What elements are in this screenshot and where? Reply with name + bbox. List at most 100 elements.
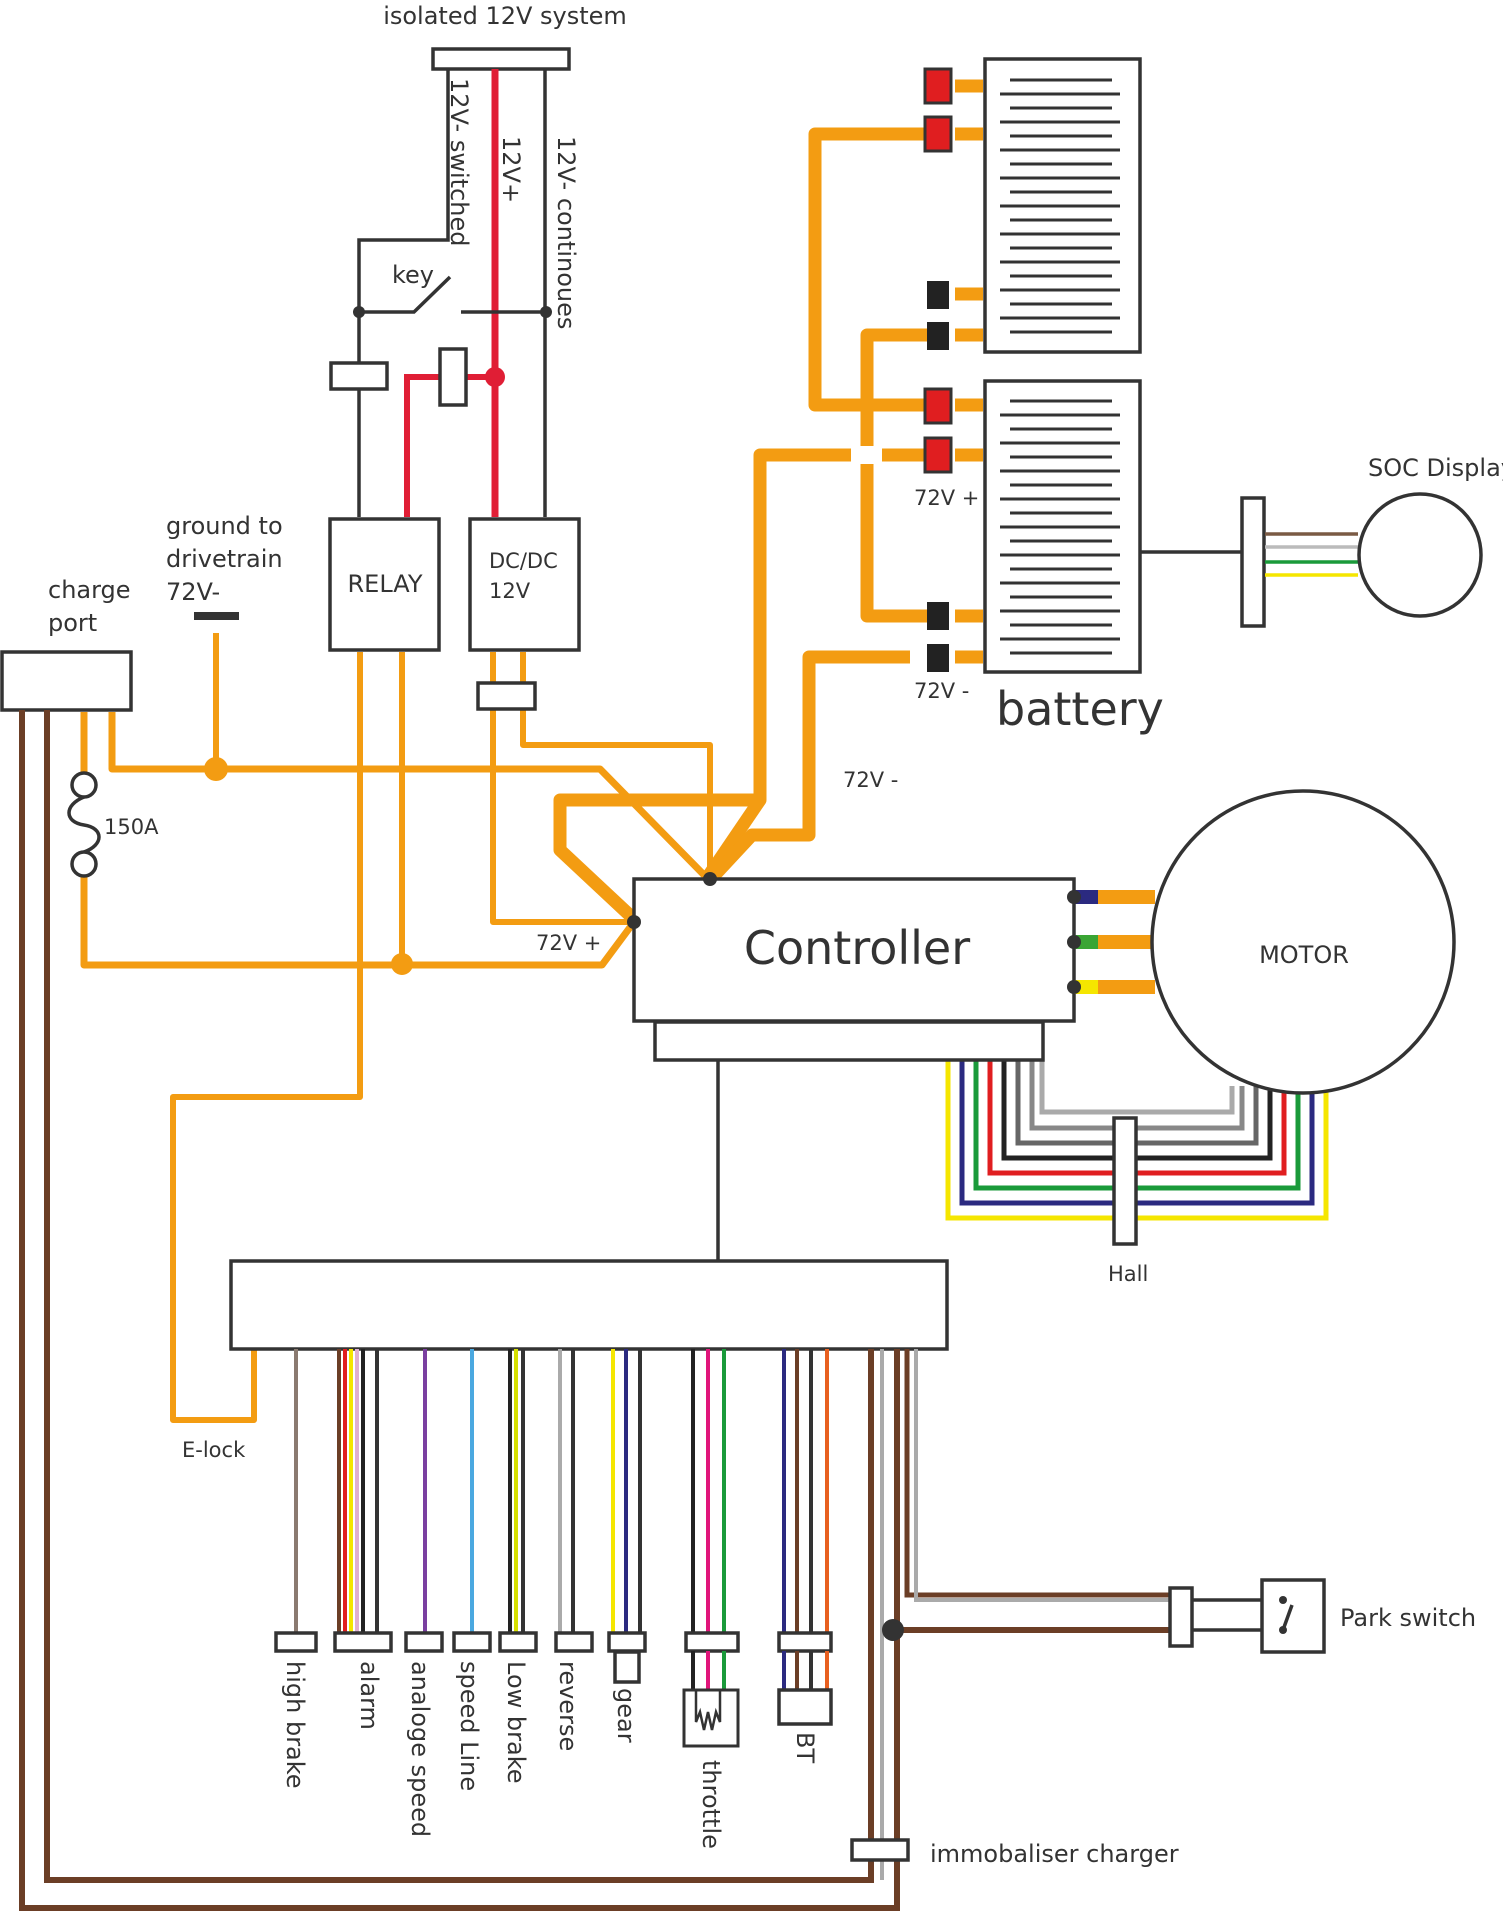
wire-series-bottom: [860, 328, 937, 623]
park-switch-connector: [1168, 1586, 1194, 1648]
charge-port-label-line2: port: [48, 609, 97, 637]
bt-label: BT: [791, 1732, 819, 1763]
wire-dcdc-positive: [490, 652, 632, 925]
peripheral-connector: [333, 1631, 393, 1653]
throttle-potentiometer: [694, 1690, 722, 1731]
soc-display-label: SOC Display: [1368, 454, 1503, 482]
immobaliser-connector: [850, 1838, 910, 1862]
terminal-bottom-3: [927, 602, 949, 630]
motor-label: MOTOR: [1259, 941, 1349, 969]
wire-charge-ground: [108, 712, 710, 881]
park-switch-label: Park switch: [1340, 1604, 1476, 1632]
hall-label: Hall: [1108, 1262, 1148, 1286]
soc-connector: [1240, 496, 1266, 628]
dcdc-label-line2: 12V: [489, 579, 531, 603]
gear-label: gear: [612, 1688, 640, 1743]
peripheral-connector: [554, 1631, 594, 1653]
terminal-bottom-4: [927, 644, 949, 672]
wire-72v-plus-main: [553, 448, 853, 927]
fuse-terminal-top: [70, 771, 98, 799]
isolated-system-label: isolated 12V system: [383, 2, 627, 30]
immobiliser-wire-inner: [44, 710, 874, 1883]
phase-node-1: [1067, 890, 1081, 904]
key-junction-left: [353, 306, 365, 318]
harness-connector: [229, 1259, 949, 1351]
phase-node-3: [1067, 980, 1081, 994]
battery-72v-plus-label: 72V +: [914, 486, 979, 510]
peripheral-connector: [498, 1631, 538, 1653]
park-switch-lever: [1281, 1604, 1294, 1631]
harness-wires: [274, 1349, 833, 1748]
hall-connector: [1112, 1116, 1138, 1246]
controller-body: [632, 877, 1076, 1023]
controller-base: [653, 1020, 1045, 1062]
fuse-terminal-bottom: [70, 850, 98, 878]
gear-plug: [613, 1650, 641, 1684]
soc-gauge: [1357, 492, 1483, 618]
peripheral-connector: [777, 1631, 833, 1653]
park-wire-2: [904, 1349, 1170, 1598]
isolated-12v-connector: [431, 47, 571, 71]
terminal-bottom-1: [923, 387, 953, 425]
battery-cells-top: [1000, 78, 1120, 334]
ground-label-line3: 72V-: [166, 578, 220, 606]
relay-label: RELAY: [348, 570, 423, 598]
key-junction-right: [540, 306, 552, 318]
isolated-12v-system: isolated 12V system 12V- switched 12V+ 1…: [329, 2, 627, 517]
park-switch: Park switch: [1168, 1578, 1476, 1654]
motor: [1150, 789, 1456, 1095]
terminal-top-2: [923, 115, 953, 153]
wire-crossing-gap: [851, 446, 879, 464]
park-junction: [882, 1619, 904, 1641]
key-label: key: [392, 261, 434, 289]
speed-line-label: speed Line: [455, 1661, 483, 1791]
terminal-bottom-2: [923, 436, 953, 474]
peripheral-connector: [274, 1631, 318, 1653]
battery-pack: 72V + 72V - battery: [914, 57, 1164, 736]
peripheral-connector: [607, 1631, 647, 1653]
terminal-top-1: [923, 67, 953, 105]
relay-dcdc: RELAY DC/DC 12V: [328, 517, 581, 652]
wire-series-top: [808, 127, 937, 412]
controller-label: Controller: [744, 921, 970, 975]
v12-switched-label: 12V- switched: [445, 78, 473, 246]
wire-72v-plus-label: 72V +: [536, 931, 601, 955]
terminal-top-3: [927, 281, 949, 309]
fuse-label: 150A: [104, 815, 159, 839]
ground-symbol: [194, 612, 239, 620]
throttle-label: throttle: [697, 1760, 725, 1849]
ground-label-line1: ground to: [166, 512, 283, 540]
relay-junction: [391, 953, 413, 975]
analoge-speed-label: analoge speed: [406, 1661, 434, 1837]
charge-port: [0, 650, 133, 712]
dcdc-fuse: [476, 681, 537, 711]
terminal-top-4: [927, 322, 949, 350]
immobaliser-label: immobaliser charger: [930, 1840, 1179, 1868]
park-switch-contact-1: [1279, 1596, 1287, 1604]
park-switch-body: [1260, 1578, 1326, 1654]
controller-left-node: [627, 915, 641, 929]
fuse-150a: 150A: [67, 771, 159, 878]
low-brake-label: Low brake: [502, 1661, 530, 1784]
wire-dcdc-negative: [520, 652, 713, 878]
plus-fuse: [438, 347, 468, 407]
reverse-label: reverse: [554, 1661, 582, 1751]
peripheral-connector: [404, 1631, 444, 1653]
high-brake-label: high brake: [281, 1661, 309, 1789]
dcdc-label-line1: DC/DC: [489, 549, 558, 573]
relay-box: [328, 517, 441, 652]
e-lock-label: E-lock: [182, 1438, 246, 1462]
bt-plug: [777, 1688, 833, 1726]
hall-wire-grey-3: [1039, 1060, 1235, 1115]
wire-72v-minus-main: [707, 650, 910, 883]
wire-e-lock: [170, 652, 363, 1423]
v12-continuous-label: 12V- continoues: [552, 136, 580, 329]
park-wire-3: [914, 1349, 1170, 1602]
v12-plus-label: 12V+: [497, 136, 525, 203]
soc-display: SOC Display: [1140, 454, 1503, 628]
battery-label: battery: [996, 682, 1164, 736]
wire-fuse-to-controller: [80, 862, 637, 969]
battery-cells-bottom: [1000, 399, 1120, 655]
battery-72v-minus-label: 72V -: [914, 679, 969, 703]
